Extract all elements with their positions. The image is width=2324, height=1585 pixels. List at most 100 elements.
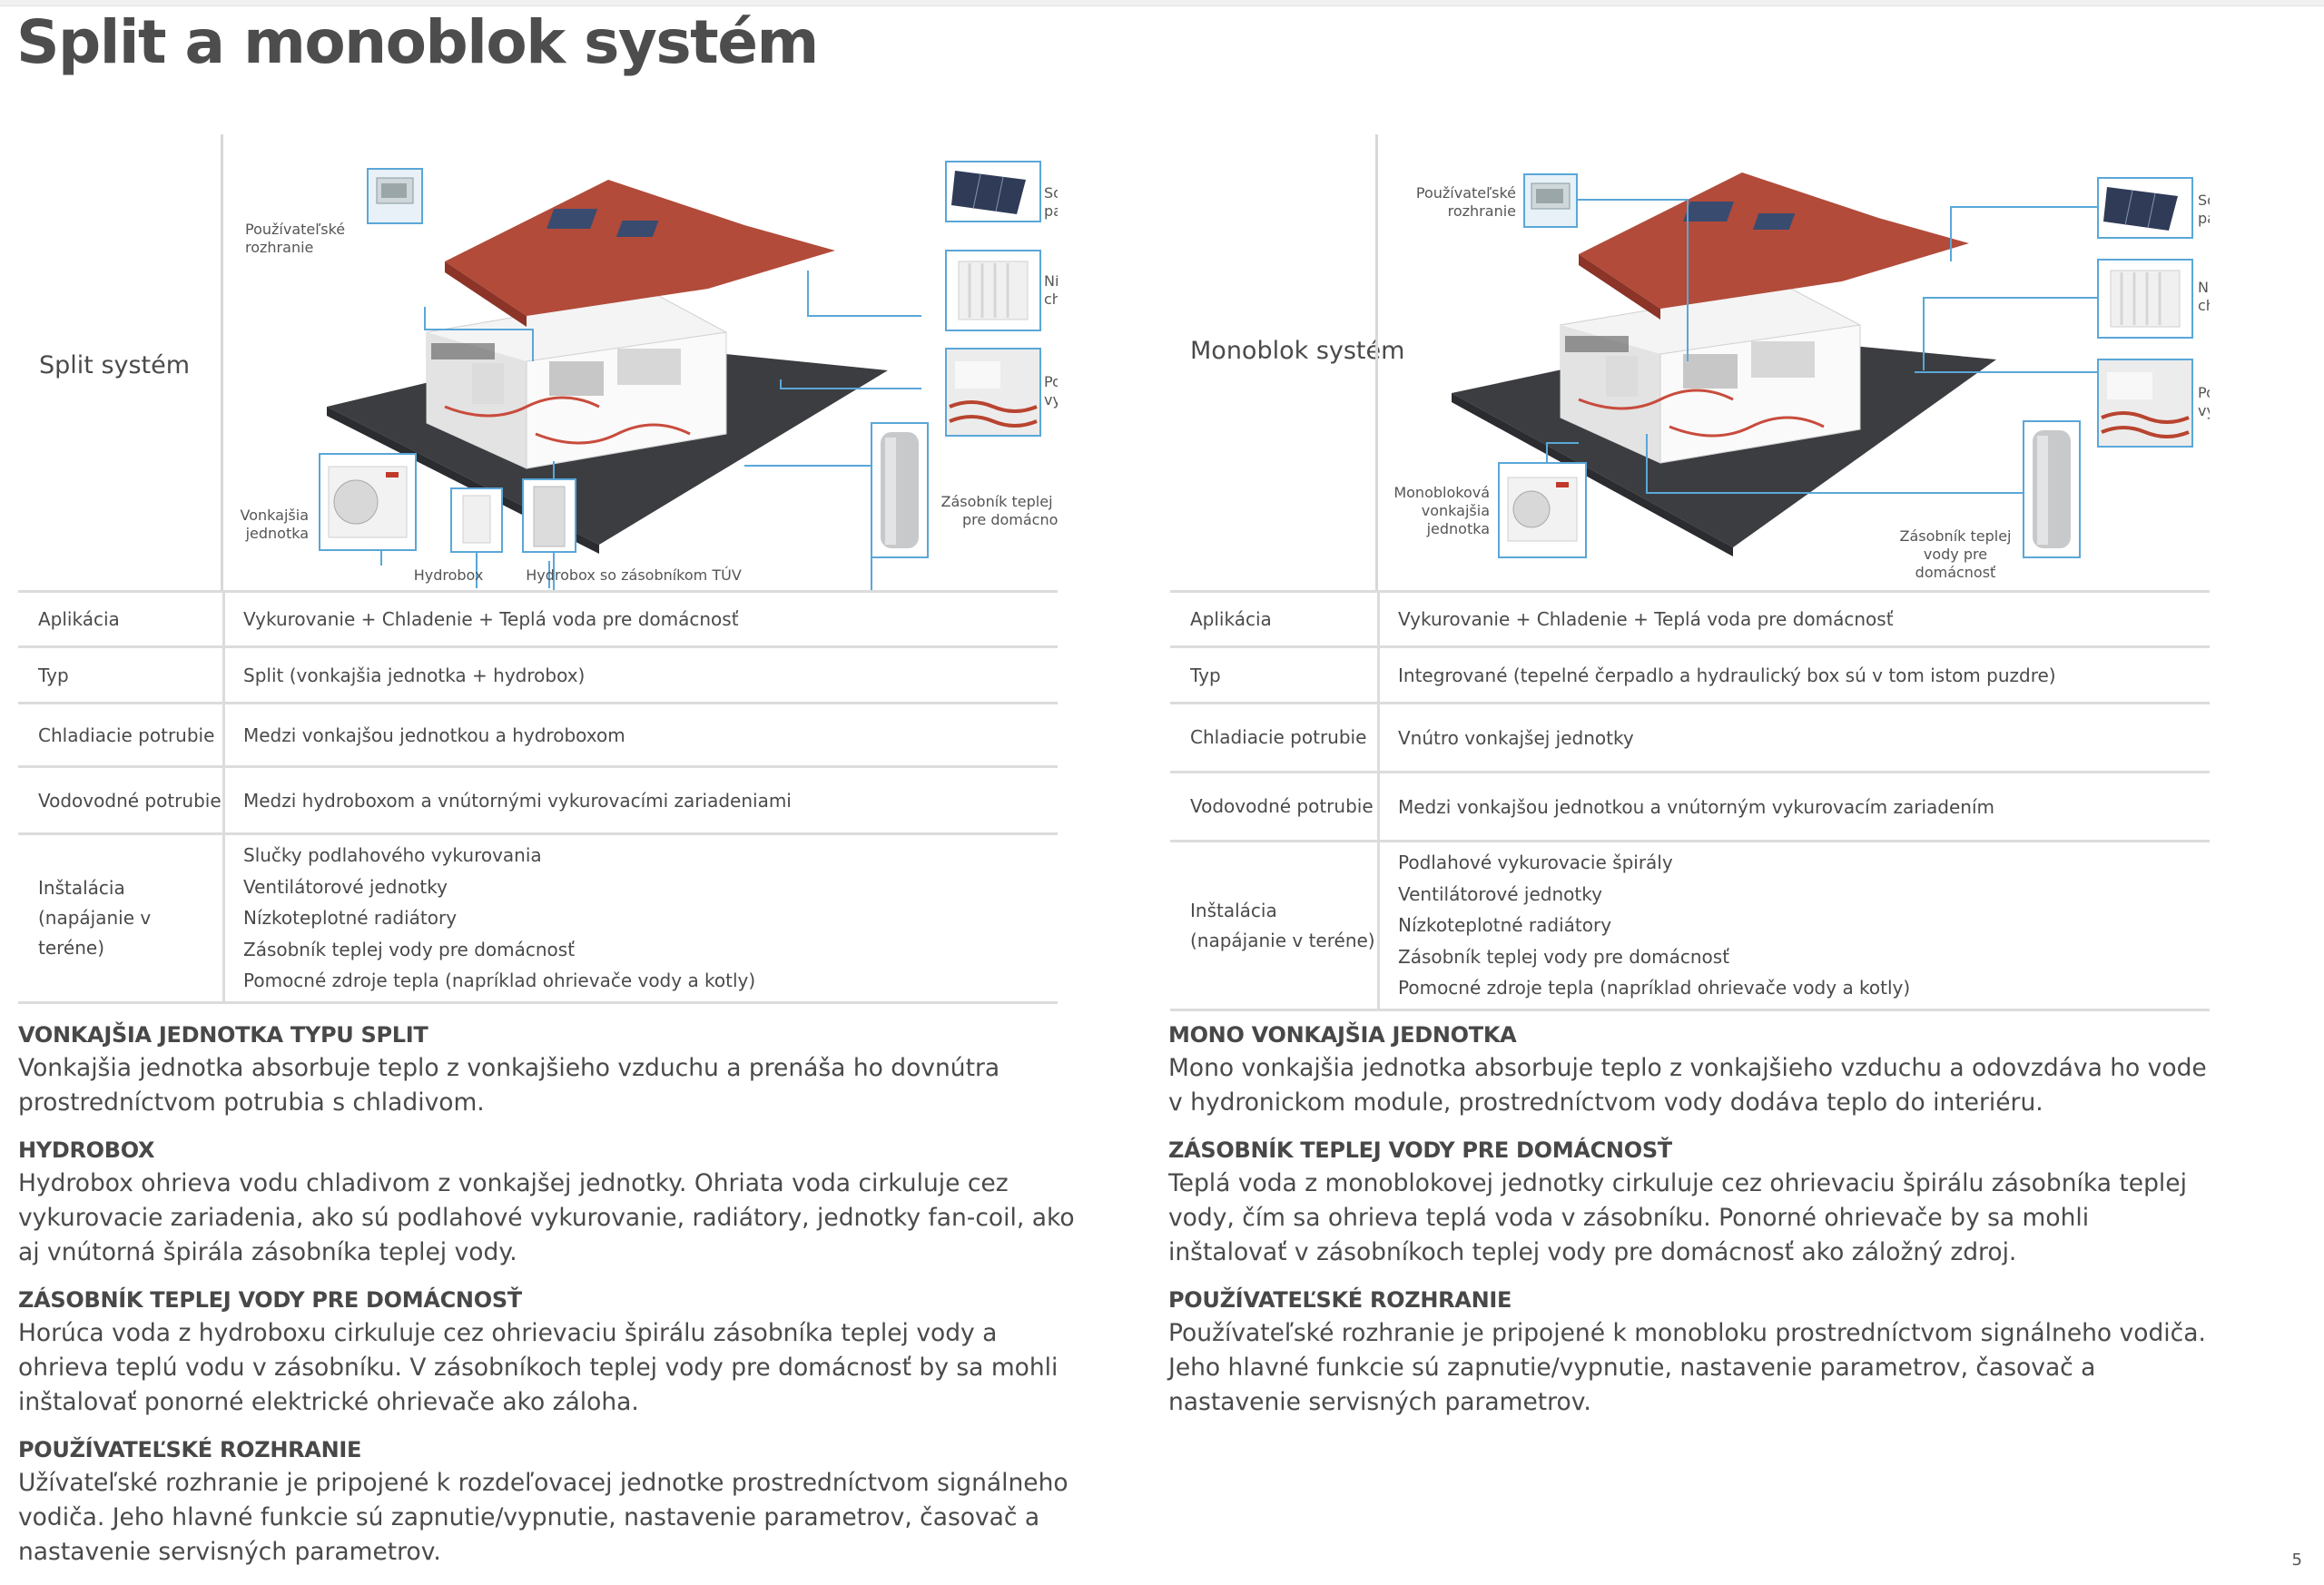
top-edge bbox=[0, 0, 2324, 6]
callout-solar-line2: panel bbox=[1044, 202, 1058, 220]
row-key: Chladiacie potrubie bbox=[1170, 702, 1380, 773]
list-item: Pomocné zdroje tepla (napríklad ohrievač… bbox=[243, 970, 756, 992]
callout-tank-line1: Zásobník teplej vody bbox=[941, 493, 1058, 510]
row-value: Medzi vonkajšou jednotkou a hydroboxom bbox=[223, 702, 1058, 767]
radiator-icon bbox=[945, 250, 1041, 331]
column-divider bbox=[1375, 134, 1378, 590]
row-key: Inštalácia (napájanie v teréne) bbox=[18, 832, 225, 1004]
solar-panel-icon bbox=[2097, 177, 2193, 239]
section-heading: ZÁSOBNÍK TEPLEJ VODY PRE DOMÁCNOSŤ bbox=[1168, 1137, 1672, 1163]
solar-panel-icon bbox=[945, 161, 1041, 222]
row-value: Medzi hydroboxom a vnútornými vykurovací… bbox=[223, 765, 1058, 834]
list-item: Zásobník teplej vody pre domácnosť bbox=[1398, 945, 1730, 968]
callout-tank-line2: pre domácnosť bbox=[962, 511, 1058, 528]
monoblock-descriptions: MONO VONKAJŠIA JEDNOTKA Mono vonkajšia j… bbox=[1168, 1020, 2212, 1435]
callout-floor-line2: vykurovanie bbox=[2198, 402, 2210, 419]
split-spec-table: Aplikácia Vykurovanie + Chladenie + Tepl… bbox=[18, 590, 1058, 1004]
row-key: Chladiacie potrubie bbox=[18, 702, 225, 767]
callout-cooler-line2: chladič bbox=[1044, 290, 1058, 308]
list-item: Podlahové vykurovacie špirály bbox=[1398, 852, 1673, 874]
callout-floor-line1: Podlahové bbox=[2198, 384, 2210, 401]
page-title: Split a monoblok systém bbox=[16, 7, 819, 77]
row-key: Typ bbox=[1170, 645, 1380, 704]
row-key: Inštalácia (napájanie v teréne) bbox=[1170, 840, 1380, 1011]
section-text: Vonkajšia jednotka absorbuje teplo z von… bbox=[18, 1054, 1000, 1117]
page-number: 5 bbox=[2291, 1551, 2302, 1570]
list-item: Nízkoteplotné radiátory bbox=[243, 907, 458, 930]
table-row: Vodovodné potrubie Medzi vonkajšou jedno… bbox=[1170, 771, 2210, 842]
callout-solar-line2: panel bbox=[2198, 210, 2210, 227]
split-system-visual: Split systém bbox=[18, 134, 1058, 590]
callout-ui-line2: rozhranie bbox=[1448, 202, 1516, 220]
section-heading: HYDROBOX bbox=[18, 1137, 155, 1163]
callout-tank-line3: domácnosť bbox=[1915, 564, 1996, 581]
hot-water-tank-icon bbox=[871, 422, 929, 558]
callout-outdoor-line1: Monobloková bbox=[1393, 484, 1490, 501]
house-icon bbox=[1560, 172, 1969, 464]
callout-solar-line1: Solárny bbox=[2198, 192, 2210, 209]
section-text: Teplá voda z monoblokovej jednotky cirku… bbox=[1168, 1169, 2187, 1266]
section-heading: ZÁSOBNÍK TEPLEJ VODY PRE DOMÁCNOSŤ bbox=[18, 1287, 522, 1313]
split-system-label: Split systém bbox=[39, 351, 191, 379]
hot-water-tank-icon bbox=[2023, 420, 2081, 558]
section-text: Užívateľské rozhranie je pripojené k roz… bbox=[18, 1469, 1068, 1566]
house-icon bbox=[426, 180, 835, 469]
section-heading: POUŽÍVATEĽSKÉ ROZHRANIE bbox=[18, 1437, 362, 1462]
table-row: Aplikácia Vykurovanie + Chladenie + Tepl… bbox=[18, 590, 1058, 647]
row-value: Vnútro vonkajšej jednotky bbox=[1378, 702, 2210, 773]
row-value: Integrované (tepelné čerpadlo a hydrauli… bbox=[1378, 645, 2210, 704]
table-row: Typ Split (vonkajšia jednotka + hydrobox… bbox=[18, 645, 1058, 704]
monoblock-system-visual: Monoblok systém bbox=[1170, 134, 2210, 590]
section-text: Horúca voda z hydroboxu cirkuluje cez oh… bbox=[18, 1319, 1059, 1416]
table-row: Aplikácia Vykurovanie + Chladenie + Tepl… bbox=[1170, 590, 2210, 647]
split-descriptions: VONKAJŠIA JEDNOTKA TYPU SPLIT Vonkajšia … bbox=[18, 1020, 1080, 1585]
list-item: Pomocné zdroje tepla (napríklad ohrievač… bbox=[1398, 977, 1911, 999]
hydrobox-with-tank-icon bbox=[522, 478, 576, 553]
row-key: Aplikácia bbox=[1170, 590, 1380, 647]
hydrobox-icon bbox=[450, 487, 503, 553]
floor-heating-icon bbox=[2097, 359, 2193, 448]
user-interface-panel-icon bbox=[1523, 173, 1578, 228]
callout-tank-line2: vody pre bbox=[1924, 546, 1987, 563]
callout-cooler-line1: Nízkoteplotný bbox=[2198, 279, 2210, 296]
callout-floor-line2: vykurovanie bbox=[1044, 391, 1058, 409]
split-house-illustration: Používateľské rozhranie Solárny panel Ní… bbox=[241, 161, 1058, 590]
callout-cooler-line2: chladič bbox=[2198, 297, 2210, 314]
callout-outdoor-line2: vonkajšia bbox=[1422, 502, 1490, 519]
list-item: Ventilátorové jednotky bbox=[1398, 882, 1602, 905]
callout-outdoor-line2: jednotka bbox=[245, 525, 309, 542]
monoblock-outdoor-unit-icon bbox=[1498, 462, 1587, 558]
row-value: Medzi vonkajšou jednotkou a vnútorným vy… bbox=[1378, 771, 2210, 842]
table-row: Chladiacie potrubie Vnútro vonkajšej jed… bbox=[1170, 702, 2210, 773]
callout-ui-line1: Používateľské bbox=[245, 221, 345, 238]
row-key: Vodovodné potrubie bbox=[18, 765, 225, 834]
callout-ui-line2: rozhranie bbox=[245, 239, 313, 256]
monoblock-system-label: Monoblok systém bbox=[1190, 337, 1405, 365]
section-text: Používateľské rozhranie je pripojené k m… bbox=[1168, 1319, 2206, 1416]
callout-hydrobox: Hydrobox bbox=[414, 566, 484, 584]
callout-tank-line1: Zásobník teplej bbox=[1900, 527, 2012, 545]
table-row: Chladiacie potrubie Medzi vonkajšou jedn… bbox=[18, 702, 1058, 767]
table-row: Vodovodné potrubie Medzi hydroboxom a vn… bbox=[18, 765, 1058, 834]
user-interface-panel-icon bbox=[367, 168, 423, 224]
table-row: Inštalácia (napájanie v teréne) Slučky p… bbox=[18, 832, 1058, 1004]
radiator-icon bbox=[2097, 259, 2193, 339]
callout-cooler-line1: Nízkoteplotný bbox=[1044, 272, 1058, 290]
callout-outdoor-line1: Vonkajšia bbox=[241, 507, 309, 524]
row-key: Vodovodné potrubie bbox=[1170, 771, 1380, 842]
section-heading: POUŽÍVATEĽSKÉ ROZHRANIE bbox=[1168, 1287, 1512, 1313]
outdoor-unit-icon bbox=[319, 453, 417, 551]
column-divider bbox=[221, 134, 223, 590]
list-item: Zásobník teplej vody pre domácnosť bbox=[243, 938, 576, 960]
row-key: Typ bbox=[18, 645, 225, 704]
table-row: Typ Integrované (tepelné čerpadlo a hydr… bbox=[1170, 645, 2210, 704]
table-row: Inštalácia (napájanie v teréne) Podlahov… bbox=[1170, 840, 2210, 1011]
section-heading: MONO VONKAJŠIA JEDNOTKA bbox=[1168, 1022, 1517, 1048]
monoblock-house-illustration: Používateľské rozhranie Solárny panel Ní… bbox=[1393, 172, 2210, 581]
monoblock-spec-table: Aplikácia Vykurovanie + Chladenie + Tepl… bbox=[1170, 590, 2210, 1011]
list-item: Slučky podlahového vykurovania bbox=[243, 844, 542, 867]
row-value: Split (vonkajšia jednotka + hydrobox) bbox=[223, 645, 1058, 704]
list-item: Nízkoteplotné radiátory bbox=[1398, 914, 1612, 937]
callout-solar-line1: Solárny bbox=[1044, 184, 1058, 202]
callout-ui-line1: Používateľské bbox=[1416, 184, 1516, 202]
